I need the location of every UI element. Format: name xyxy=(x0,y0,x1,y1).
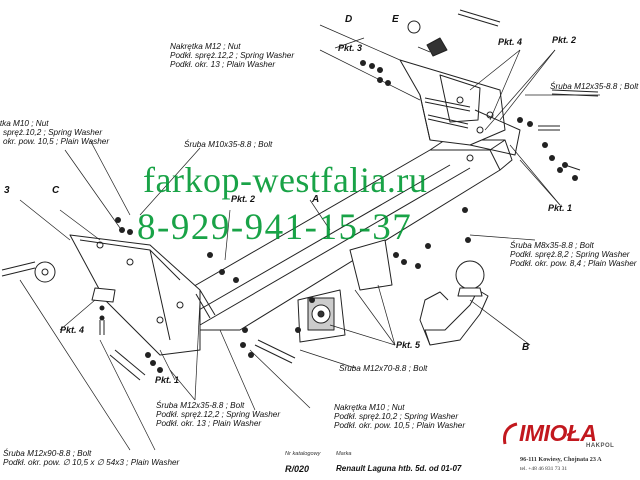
callout-bolt-m10x35: Śruba M10x35-8.8 ; Bolt xyxy=(184,140,272,149)
callout-line: Nakrętka M12 ; Nut xyxy=(170,42,241,51)
callout-line: Nakrętka M10 ; Nut xyxy=(0,119,49,128)
watermark-phone: 8-929-941-15-37 xyxy=(137,207,413,248)
company-phone: tel. +48 46 831 73 31 xyxy=(520,466,568,472)
bolt-m12x90-assembly xyxy=(1,261,56,283)
bracket-c xyxy=(69,234,201,356)
part-label-a: A xyxy=(312,194,320,205)
callout-bolt-m12x35-bottom: Śruba M12x35-8.8 ; Bolt Podkł. spręż.12,… xyxy=(156,401,280,429)
pkt1-right-label: Pkt. 1 xyxy=(548,203,573,213)
marka-label: Marka xyxy=(336,451,352,457)
callout-bolt-m12x35-right: Śruba M12x35-8.8 ; Bolt xyxy=(550,82,638,91)
pkt4-top-label: Pkt. 4 xyxy=(498,37,523,47)
part-label-3: 3 xyxy=(4,185,10,196)
callout-nut-m10-left: Nakrętka M10 ; Nut Podkł. spręż.10,2 ; S… xyxy=(0,119,109,147)
company-address: 96-111 Kowiesy, Chojnata 23 A xyxy=(520,456,602,463)
callout-line: Nakrętka M10 ; Nut xyxy=(334,403,405,412)
part-label-b: B xyxy=(522,342,530,353)
callout-bolt-m12x70: Śruba M12x70-8.8 ; Bolt xyxy=(339,364,427,373)
bolts-bottom xyxy=(99,289,296,381)
plate-pkt4 xyxy=(91,287,116,303)
part-label-c: C xyxy=(52,185,60,196)
callout-line: Podkł. okr. pow. ∅ 10,5 x ∅ 54x3 ; Plain… xyxy=(3,458,180,468)
pkt3-label: Pkt. 3 xyxy=(338,43,363,53)
leader-lines xyxy=(19,24,600,451)
callout-line: Śruba M12x70-8.8 ; Bolt xyxy=(339,364,428,373)
bracket-d xyxy=(399,59,521,156)
ball-mount-bracket xyxy=(349,239,393,291)
callout-nut-m10-bottom: Nakrętka M10 ; Nut Podkł. spręż.10,2 ; S… xyxy=(334,403,465,431)
callout-bolt-m12x90: Śruba M12x90-8.8 ; Bolt Podkł. okr. pow.… xyxy=(3,449,179,467)
callout-line: Śruba M10x35-8.8 ; Bolt xyxy=(184,140,273,149)
callout-line: Podkł. spręż.10,2 ; Spring Washer xyxy=(334,412,459,422)
part-label-d: D xyxy=(345,14,353,25)
vehicle-model: Renault Laguna htb. 5d. od 01-07 xyxy=(336,464,462,473)
socket-plate xyxy=(297,289,346,343)
callout-line: Podkł. spręż.12,2 ; Spring Washer xyxy=(170,51,295,61)
callout-line: Podkł. spręż.12,2 ; Spring Washer xyxy=(156,410,281,420)
towball-b xyxy=(419,260,489,346)
catalog-number-label: Nr katalogowy xyxy=(285,451,321,457)
callout-line: Podkł. spręż.10,2 ; Spring Washer xyxy=(0,128,103,138)
callout-line: Podkł. okr. pow. 10,5 ; Plain Washer xyxy=(334,421,466,431)
pkt5-label: Pkt. 5 xyxy=(396,340,421,350)
catalog-number: R/020 xyxy=(285,464,310,474)
callout-line: Podkł. okr. 13 ; Plain Washer xyxy=(156,419,262,429)
callout-line: Śruba M8x35-8.8 ; Bolt xyxy=(510,241,594,250)
washers xyxy=(99,60,578,373)
pkt4-left-label: Pkt. 4 xyxy=(60,325,85,335)
pkt2-top-label: Pkt. 2 xyxy=(552,35,577,45)
part-label-e: E xyxy=(392,14,399,25)
callout-line: Śruba M12x35-8.8 ; Bolt xyxy=(550,82,639,91)
brand-sub: HAKPOL xyxy=(586,443,615,449)
callout-line: Podkł. spręż.8,2 ; Spring Washer xyxy=(510,250,630,260)
callout-line: Śruba M12x35-8.8 ; Bolt xyxy=(156,401,245,410)
pkt1-bottom-label: Pkt. 1 xyxy=(155,375,180,385)
brand-logo: IMIOŁA xyxy=(519,420,597,446)
callout-line: Podkł. okr. pow. 10,5 ; Plain Washer xyxy=(0,137,110,147)
watermark-site: farkop-westfalia.ru xyxy=(143,160,428,200)
callout-line: Podkł. okr. pow. 8,4 ; Plain Washer xyxy=(510,259,637,269)
callout-line: Śruba M12x90-8.8 ; Bolt xyxy=(3,449,92,458)
pkt2-mid-label: Pkt. 2 xyxy=(231,194,256,204)
callout-nut-m12: Nakrętka M12 ; Nut Podkł. spręż.12,2 ; S… xyxy=(170,42,294,70)
callout-bolt-m8x35: Śruba M8x35-8.8 ; Bolt Podkł. spręż.8,2 … xyxy=(510,241,637,269)
imiola-logo-swoosh xyxy=(503,422,518,445)
callout-line: Podkł. okr. 13 ; Plain Washer xyxy=(170,60,276,70)
